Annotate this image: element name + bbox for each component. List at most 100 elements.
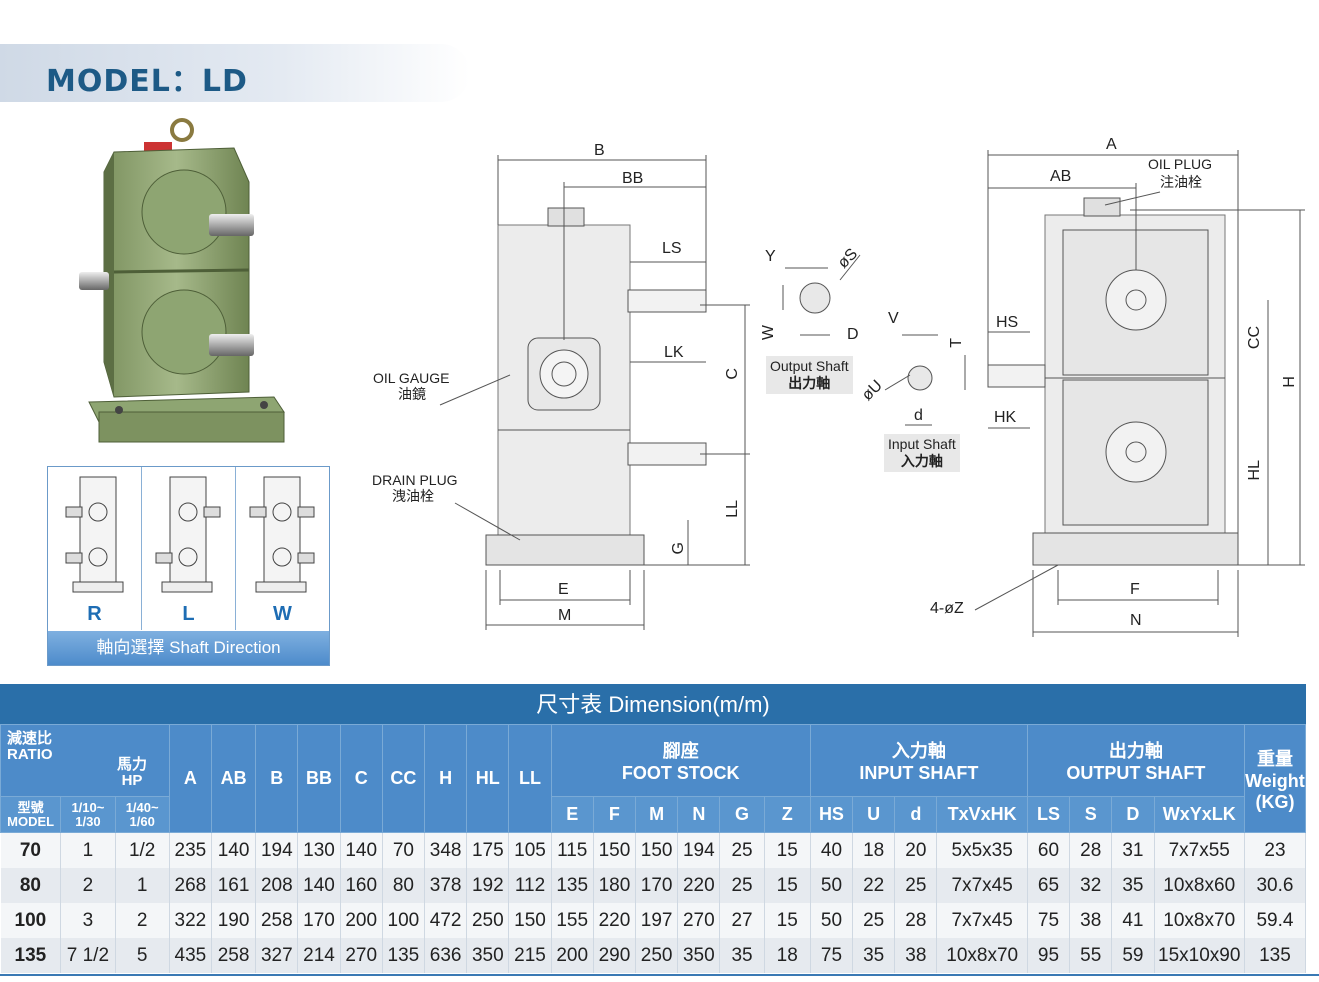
table-cell: 350	[677, 938, 721, 973]
table-cell: 25	[852, 903, 896, 938]
table-title-cn: 尺寸表	[536, 692, 603, 717]
table-cell: 18	[852, 832, 896, 868]
label-hs: HS	[996, 314, 1019, 331]
oil-gauge-label: OIL GAUGE	[373, 370, 450, 386]
table-cell: 70	[382, 832, 426, 868]
table-cell: 22	[852, 868, 896, 903]
col-wxyxlk: WxYxLK	[1153, 796, 1245, 833]
page-title: MODEL：LD	[46, 64, 248, 99]
table-cell: 31	[1111, 832, 1155, 868]
label-ls: LS	[662, 240, 682, 257]
input-en: INPUT SHAFT	[859, 763, 979, 783]
col-m: M	[635, 796, 679, 833]
table-cell: 155	[551, 903, 594, 938]
table-cell-model: 70	[0, 832, 62, 868]
output-cn: 出力軸	[1108, 741, 1163, 761]
output-shaft-caption-en: Output Shaft	[770, 358, 849, 374]
table-cell: 140	[297, 868, 341, 903]
table-cell: 140	[211, 832, 257, 868]
hp-en: HP	[121, 772, 143, 789]
label-ab: AB	[1050, 168, 1072, 185]
table-cell: 35	[719, 938, 765, 973]
table-cell: 636	[424, 938, 468, 973]
table-cell: 135	[1244, 938, 1307, 973]
table-cell: 5x5x35	[936, 832, 1028, 868]
shaft-direction-cn: 軸向選擇	[96, 638, 165, 657]
weight-en: Weight	[1245, 770, 1305, 791]
table-cell: 220	[593, 903, 637, 938]
table-cell: 215	[508, 938, 552, 973]
table-cell: 200	[551, 938, 594, 973]
col-z: Z	[763, 796, 811, 833]
table-cell: 75	[810, 938, 854, 973]
col-d-output: D	[1111, 796, 1155, 833]
col-u: U	[852, 796, 896, 833]
col-c: C	[339, 724, 383, 833]
oil-gauge-cn: 油鏡	[398, 386, 426, 402]
table-cell: 235	[169, 832, 212, 868]
label-h: H	[1281, 376, 1298, 388]
col-g: G	[719, 796, 765, 833]
table-cell: 35	[852, 938, 896, 973]
label-z: 4-øZ	[930, 600, 964, 617]
shaft-label-l: L	[182, 603, 195, 625]
table-cell: 30.6	[1244, 868, 1307, 903]
table-cell: 435	[169, 938, 212, 973]
table-cell: 180	[593, 868, 637, 903]
shaft-option-r: R	[48, 467, 142, 630]
oil-plug-cn: 注油栓	[1160, 174, 1202, 190]
table-cell: 7x7x45	[936, 903, 1028, 938]
table-cell: 32	[1069, 868, 1113, 903]
bottom-divider	[0, 974, 1319, 976]
table-cell: 38	[1069, 903, 1113, 938]
table-cell: 135	[551, 868, 594, 903]
table-cell: 194	[677, 832, 721, 868]
table-cell: 270	[340, 938, 383, 973]
col-ab: AB	[210, 724, 257, 833]
table-cell: 100	[382, 903, 426, 938]
table-cell: 322	[169, 903, 212, 938]
table-cell: 10x8x70	[936, 938, 1028, 973]
table-cell: 1	[60, 832, 116, 868]
shaft-direction-en: Shaft Direction	[169, 638, 281, 657]
col-h: H	[423, 724, 468, 833]
label-ll: LL	[724, 500, 741, 518]
table-cell: 378	[424, 868, 468, 903]
table-cell: 27	[719, 903, 765, 938]
shaft-r-icon	[65, 476, 124, 593]
table-cell: 290	[593, 938, 637, 973]
table-cell: 38	[894, 938, 938, 973]
table-cell: 170	[297, 903, 341, 938]
table-cell: 10x8x60	[1154, 868, 1245, 903]
table-cell: 25	[894, 868, 938, 903]
shaft-l-icon	[155, 476, 221, 593]
table-cell: 472	[424, 903, 468, 938]
table-cell: 3	[60, 903, 116, 938]
table-cell: 5	[115, 938, 170, 973]
col-s: S	[1069, 796, 1113, 833]
label-g: G	[670, 542, 687, 555]
label-y: Y	[765, 248, 776, 265]
foot-cn: 腳座	[662, 741, 699, 761]
table-cell: 1	[115, 868, 170, 903]
hp-cn: 馬力	[117, 756, 148, 773]
label-c: C	[724, 368, 741, 380]
label-d-input: d	[914, 407, 923, 424]
header-bar	[0, 44, 470, 102]
table-cell: 150	[635, 832, 679, 868]
table-cell: 348	[424, 832, 468, 868]
table-cell: 25	[719, 868, 765, 903]
shaft-label-w: W	[273, 603, 292, 625]
output-shaft-caption: Output Shaft 出力軸	[766, 356, 853, 394]
ratio-en: RATIO	[7, 746, 53, 763]
table-cell: 258	[211, 938, 257, 973]
table-cell-model: 135	[0, 938, 62, 973]
table-cell: 190	[211, 903, 257, 938]
